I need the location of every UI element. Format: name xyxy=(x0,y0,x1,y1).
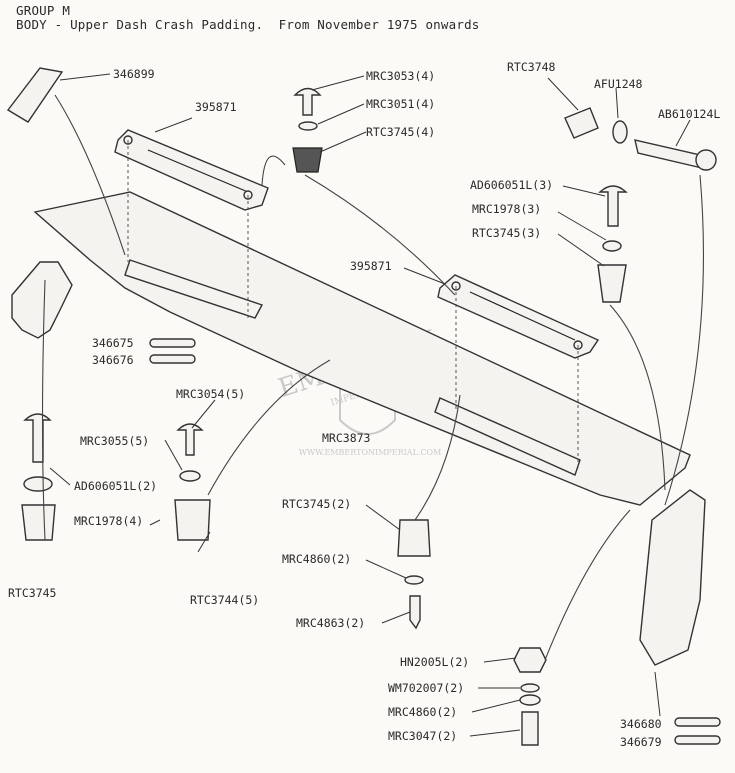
dash-panel-body xyxy=(33,191,691,506)
padding-strip-top-body xyxy=(114,129,269,211)
washer-icon xyxy=(179,470,201,482)
callout-mrc3053: MRC3053(4) xyxy=(366,69,435,83)
callout-mrc1978-3: MRC1978(3) xyxy=(472,202,541,216)
callout-ad606051l-2: AD606051L(2) xyxy=(74,479,157,493)
callout-mrc3051: MRC3051(4) xyxy=(366,97,435,111)
washer-icon xyxy=(298,121,318,131)
callout-wm702007: WM702007(2) xyxy=(388,681,464,695)
hex-nut-icon xyxy=(513,647,547,673)
clip-346899-icon xyxy=(6,67,64,123)
fastener-set-mrc3053 xyxy=(292,87,323,173)
fastener-set-rtc3745-2 xyxy=(397,519,431,630)
callout-mrc1978-4: MRC1978(4) xyxy=(74,514,143,528)
page-title: BODY - Upper Dash Crash Padding. From No… xyxy=(16,17,480,32)
spire-nut-icon xyxy=(597,264,627,303)
washer-icon xyxy=(612,120,628,144)
callout-mrc3047: MRC3047(2) xyxy=(388,729,457,743)
callout-mrc3055: MRC3055(5) xyxy=(80,434,149,448)
fastener-set-mrc3055 xyxy=(21,413,56,541)
callout-mrc4860-b: MRC4860(2) xyxy=(388,705,457,719)
dash-panel-illustration xyxy=(11,191,706,666)
washer-icon xyxy=(404,575,424,585)
callout-mrc3873: MRC3873 xyxy=(322,431,371,445)
watermark-shield-icon xyxy=(339,381,396,435)
callout-afu1248: AFU1248 xyxy=(594,77,643,91)
link-346680 xyxy=(674,717,721,745)
callout-mrc4863: MRC4863(2) xyxy=(296,616,365,630)
callout-mrc3054: MRC3054(5) xyxy=(176,387,245,401)
association-curves xyxy=(41,94,704,661)
screw-icon xyxy=(176,423,204,456)
screw-icon xyxy=(409,595,421,630)
callout-rtc3745-2: RTC3745(2) xyxy=(282,497,351,511)
callout-rtc3744: RTC3744(5) xyxy=(190,593,259,607)
callout-346899: 346899 xyxy=(113,67,155,81)
screw-icon xyxy=(598,185,628,227)
callout-346676: 346676 xyxy=(92,353,134,367)
alignment-guides xyxy=(127,140,579,470)
bolt-icon xyxy=(634,139,703,169)
link-346675 xyxy=(149,338,196,364)
fastener-set-hn2005l xyxy=(513,647,547,746)
fastener-set-ad606051l-3 xyxy=(597,185,628,303)
dash-panel-slot-right xyxy=(434,397,581,476)
fastener-set-mrc3054 xyxy=(174,423,211,541)
callout-rtc3745-4: RTC3745(4) xyxy=(366,125,435,139)
callout-395871-mid: 395871 xyxy=(350,259,392,273)
padding-strip-top-slot xyxy=(147,149,249,193)
side-bracket-left xyxy=(11,261,73,339)
spire-nut-icon xyxy=(292,147,323,173)
fastener-set-rtc3748 xyxy=(564,107,717,171)
callout-labels: 346899 395871 MRC3053(4) MRC3051(4) RTC3… xyxy=(8,60,720,749)
callout-rtc3745: RTC3745 xyxy=(8,586,56,600)
callout-395871-top: 395871 xyxy=(195,100,237,114)
group-label: GROUP M xyxy=(16,3,71,18)
callout-ab610124l: AB610124L xyxy=(658,107,720,121)
callout-rtc3745-3: RTC3745(3) xyxy=(472,226,541,240)
washer-icon xyxy=(23,476,53,492)
callout-ad606051l-3: AD606051L(3) xyxy=(470,178,553,192)
callout-346680: 346680 xyxy=(620,717,662,731)
callout-mrc4860-a: MRC4860(2) xyxy=(282,552,351,566)
washer-icon xyxy=(520,683,540,693)
callout-hn2005l: HN2005L(2) xyxy=(400,655,469,669)
callout-rtc3748: RTC3748 xyxy=(507,60,556,74)
dash-panel-slot-left xyxy=(124,259,264,319)
spire-nut-icon xyxy=(174,499,211,541)
screw-icon xyxy=(293,87,322,116)
side-bracket-right xyxy=(639,489,706,666)
callout-346675: 346675 xyxy=(92,336,134,350)
watermark-url: WWW.EMBERTONIMPERIAL.COM xyxy=(299,448,442,457)
leader-lines xyxy=(49,73,691,737)
callout-346679: 346679 xyxy=(620,735,662,749)
spire-nut-icon xyxy=(21,504,56,541)
washer-icon xyxy=(602,240,622,252)
washer-icon xyxy=(519,694,541,706)
screw-icon xyxy=(23,413,52,463)
padding-strip-mid xyxy=(437,274,600,359)
clip-nut-icon xyxy=(564,107,599,139)
spire-nut-icon xyxy=(397,519,431,557)
padding-strip-mid-slot xyxy=(469,291,576,341)
bolt-icon xyxy=(521,711,539,746)
